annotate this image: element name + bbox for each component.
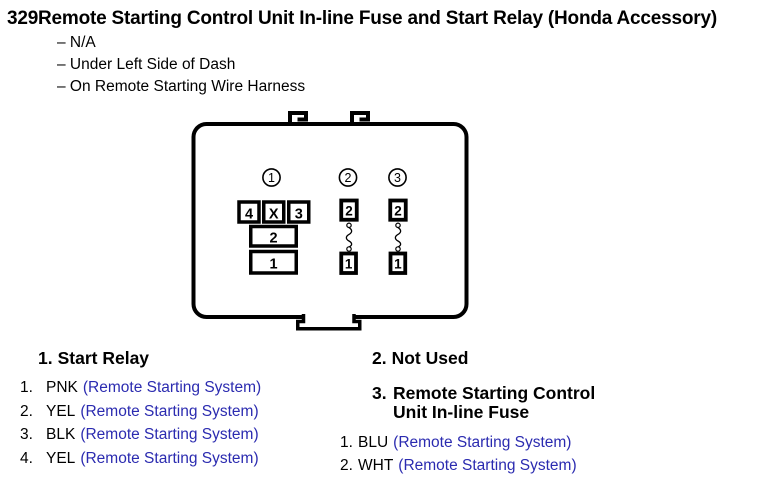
inline-wire-squiggle xyxy=(345,227,353,248)
cavity-label-4: 4 xyxy=(245,207,253,223)
section-3-pin-list: 1. BLU (Remote Starting System) 2. WHT (… xyxy=(340,431,670,477)
page-title: Remote Starting Control Unit In-line Fus… xyxy=(38,8,717,29)
connector-diagram: 1 4 X 3 2 1 2 2 1 3 2 xyxy=(191,111,469,331)
section-1-title: Start Relay xyxy=(57,348,150,368)
connector-body-outline xyxy=(191,122,469,319)
wire-end-dot xyxy=(395,222,401,229)
system-link[interactable]: (Remote Starting System) xyxy=(82,379,262,396)
pin-row: 1. BLU (Remote Starting System) xyxy=(340,431,670,454)
group3-cavity-box-1 xyxy=(388,251,408,275)
pin-number: 1. xyxy=(20,379,33,396)
note-line: – Under Left Side of Dash xyxy=(57,56,236,73)
group2-cavity-box-1 xyxy=(339,251,358,275)
pin-row: 2. WHT (Remote Starting System) xyxy=(340,454,670,477)
group3-label: 3 xyxy=(394,171,401,185)
group2-cavity-box-2 xyxy=(339,198,359,222)
wire-color: BLK xyxy=(46,426,76,443)
section-2-number: 2. xyxy=(372,348,387,368)
section-2-header: 2. Not Used xyxy=(372,349,670,367)
inline-wire-squiggle xyxy=(394,227,402,248)
section-heading: 329. Remote Starting Control Unit In-lin… xyxy=(7,8,717,30)
system-link[interactable]: (Remote Starting System) xyxy=(80,426,259,443)
wire-color: WHT xyxy=(358,457,394,474)
cavity-label-x: X xyxy=(269,207,279,223)
group3-cavity-label-1: 1 xyxy=(394,257,402,272)
system-link[interactable]: (Remote Starting System) xyxy=(80,449,259,467)
group2-cavity-label-1: 1 xyxy=(345,257,353,272)
pin-number: 2. xyxy=(20,402,33,420)
cavity-box-3 xyxy=(287,200,311,224)
wire-color: YEL xyxy=(46,449,76,467)
group2-label-circle xyxy=(338,168,358,187)
section-number: 329. xyxy=(7,8,44,29)
pin-row: 3. BLK (Remote Starting System) xyxy=(20,423,350,447)
system-link[interactable]: (Remote Starting System) xyxy=(80,402,259,420)
section-1-header: 1. Start Relay xyxy=(38,349,350,367)
pin-row: 1. PNK (Remote Starting System) xyxy=(20,376,350,400)
top-tab-right xyxy=(350,111,370,125)
pin-number: 2. xyxy=(340,457,353,474)
pin-number: 4. xyxy=(20,449,33,467)
system-link[interactable]: (Remote Starting System) xyxy=(393,434,572,451)
legend-right-column: 2. Not Used 3. Remote Starting Control U… xyxy=(340,345,670,477)
group2-cavity-label-2: 2 xyxy=(345,204,353,219)
bottom-tab xyxy=(296,314,362,331)
cavity-box-4 xyxy=(237,200,261,224)
cavity-label-1: 1 xyxy=(269,257,277,273)
group2-label: 2 xyxy=(345,171,352,185)
group3-label-circle xyxy=(388,168,407,187)
pin-row: 2. YEL (Remote Starting System) xyxy=(20,400,350,424)
cavity-label-3: 3 xyxy=(295,207,303,223)
cavity-label-2: 2 xyxy=(269,231,277,247)
section-3-title-line1: Remote Starting Control xyxy=(393,383,596,403)
wire-color: YEL xyxy=(46,402,76,420)
section-3-title: Remote Starting Control Unit In-line Fus… xyxy=(393,384,595,422)
wire-color: BLU xyxy=(358,434,389,451)
section-3-number: 3. xyxy=(372,383,387,403)
system-link[interactable]: (Remote Starting System) xyxy=(398,457,577,474)
section-3-header: 3. Remote Starting Control Unit In-line … xyxy=(372,384,670,422)
wire-end-dot xyxy=(346,246,352,252)
section-1-number: 1. xyxy=(38,348,53,368)
group1-label: 1 xyxy=(268,171,275,185)
wire-color: PNK xyxy=(46,379,78,396)
group3-cavity-box-2 xyxy=(388,198,408,222)
pin-number: 3. xyxy=(20,426,33,443)
top-tab-left xyxy=(288,111,308,125)
pin-row: 4. YEL (Remote Starting System) xyxy=(20,447,350,471)
pin-number: 1. xyxy=(340,434,353,451)
section-1-pin-list: 1. PNK (Remote Starting System) 2. YEL (… xyxy=(20,376,350,470)
section-2-title: Not Used xyxy=(391,348,469,368)
note-line: – N/A xyxy=(57,34,96,51)
cavity-box-1 xyxy=(249,249,298,275)
cavity-box-x xyxy=(262,200,286,224)
cavity-box-2 xyxy=(249,224,298,248)
wire-end-dot xyxy=(395,246,401,252)
note-line: – On Remote Starting Wire Harness xyxy=(57,78,306,95)
section-3-title-line2: Unit In-line Fuse xyxy=(393,402,530,422)
legend-start-relay: 1. Start Relay 1. PNK (Remote Starting S… xyxy=(20,345,350,470)
group1-label-circle xyxy=(262,168,281,187)
wire-end-dot xyxy=(346,222,352,229)
group3-cavity-label-2: 2 xyxy=(394,204,402,219)
location-notes: – N/A – Under Left Side of Dash – On Rem… xyxy=(57,32,305,98)
